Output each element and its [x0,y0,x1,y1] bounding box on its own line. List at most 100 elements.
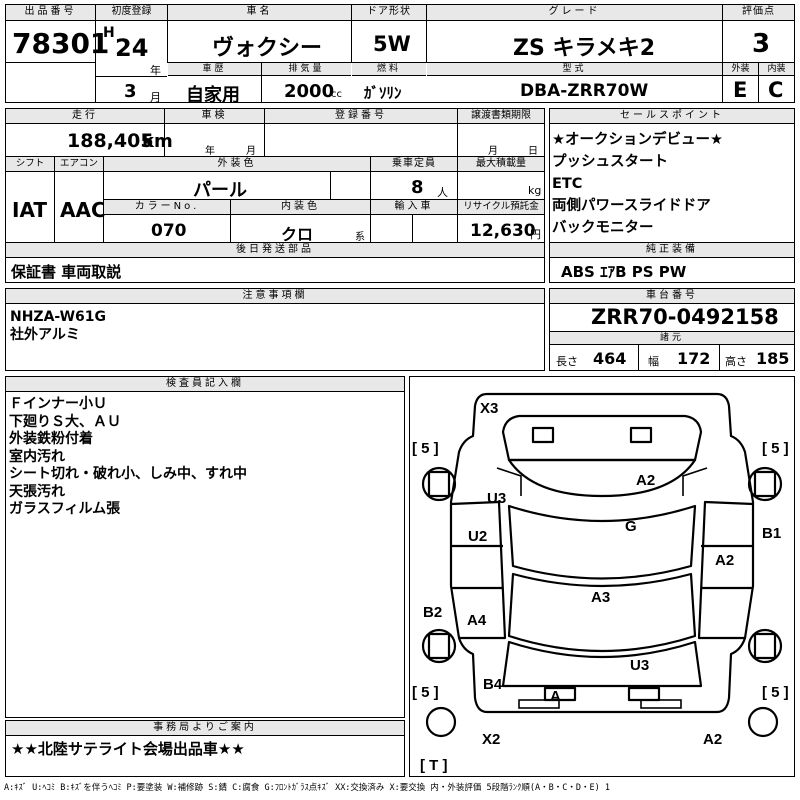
body-outline [449,392,755,714]
reg-year-unit: 年 [150,64,161,77]
damage-mark-x3: X3 [480,400,499,417]
fuel-label: 燃料 [352,63,426,76]
score: 3 [752,29,771,59]
length: 464 [593,349,627,368]
displacement-unit: cc [331,89,342,100]
chassis-number: ZRR70-0492158 [591,305,779,329]
inspection-year-unit: 年 [205,146,215,157]
int-score-label: 内装 [759,63,794,76]
plate-label: 登録番号 [265,109,457,124]
damage-mark-x2: X2 [482,731,501,748]
inspector-note: 外装鉄粉付着 [9,431,93,447]
damage-mark-u3-right: U3 [630,657,650,674]
caution-label: 注意事項欄 [6,289,544,304]
width: 172 [677,349,711,368]
inspector-note: ガラスフィルム張 [9,501,121,517]
int-color-label: 内装色 [231,200,370,215]
sales-point-list: ★オークションデビュー★ プッシュスタート ETC 両側パワースライドドア バッ… [552,129,723,239]
sales-point-item: ETC [552,176,583,192]
history: 自家用 [186,85,240,106]
chassis-block [549,288,795,371]
tire-mark-spare: [ T ] [420,757,448,774]
history-label: 車歴 [168,63,261,76]
door-label: ドア形状 [352,5,426,21]
grade-label: グレード [427,5,722,21]
inspector-note: Ｆインナー小Ｕ [9,396,107,412]
ext-score: E [733,78,748,102]
sales-point-item: プッシュスタート [552,154,668,170]
caution-item: 社外アルミ [10,326,80,343]
office-note: ★★北陸サテライト会場出品車★★ [11,740,245,758]
reg-month: 3 [124,81,137,102]
lot-label: 出品番号 [6,5,95,21]
tire-mark-front-left: [ 5 ] [412,440,439,457]
transfer-day-unit: 日 [528,146,538,157]
transfer-month-unit: 月 [488,146,498,157]
inspector-block [5,376,405,718]
later-parts-label: 後日発送部品 [6,243,544,258]
transfer-label: 譲渡書類期限 [458,109,544,124]
left-side [450,500,507,640]
mileage-unit: km [142,131,173,152]
right-side [697,500,754,640]
genuine-equipment: ABS ｴｱB PS PW [561,263,687,281]
lot-number: 78301 [12,27,110,60]
reg-month-unit: 月 [150,91,161,104]
length-label: 長さ [556,355,578,368]
inspector-note: 室内汚れ [9,448,65,465]
damage-mark-a-rear: A [550,688,561,705]
car-diagram [421,392,783,738]
max-load-label: 最大積載量 [458,157,544,172]
legend: A:ｷｽﾞ U:ﾍｺﾐ B:ｷｽﾞを伴うﾍｺﾐ P:要塗装 W:補修跡 S:錆 … [4,783,610,793]
ext-color: パール [193,180,247,201]
car-name-label: 車名 [168,5,351,21]
inspection-label: 車検 [165,109,264,124]
score-label: 評価点 [723,5,794,21]
ext-score-label: 外装 [723,63,758,76]
reg-era: H [103,25,115,41]
int-color: クロ [281,225,314,244]
tire-mark-rear-right: [ 5 ] [762,684,789,701]
chassis-label: 車台番号 [550,289,794,304]
damage-mark-a3: A3 [591,589,611,606]
sales-point-item: 両側パワースライドドア [552,198,711,214]
grade: ZS キラメキ2 [513,36,656,61]
dims-label: 諸元 [550,332,794,345]
recycle: 12,630 [470,221,536,241]
capacity-label: 乗車定員 [371,157,457,172]
inspection-month-unit: 月 [246,146,256,157]
tailgate [501,640,703,688]
caution-item: NHZA-W61G [10,309,107,325]
tire-mark-front-right: [ 5 ] [762,440,789,457]
rear-window [507,572,697,653]
sales-point-label: セールスポイント [550,109,794,124]
capacity: 8 [411,177,424,198]
inspector-note: シート切れ・破れ小、しみ中、すれ中 [9,466,247,482]
sales-point-block [549,108,795,283]
inspector-note: 下廻りＳ大、ＡＵ [9,413,121,430]
damage-mark-b2: B2 [423,604,443,621]
displacement: 2000 [284,81,335,102]
damage-mark-g: G [625,518,637,535]
sales-point-item: バックモニター [552,220,654,236]
later-parts: 保証書 車両取説 [11,263,122,281]
shift: IAT [12,198,48,222]
spec-block [5,108,545,283]
reg-year: 24 [115,34,149,62]
damage-mark-a2-hood: A2 [636,472,656,489]
roof [507,504,697,580]
int-color-unit: 系 [355,232,365,243]
office-label: 事務局よりご案内 [6,721,404,736]
genuine-label: 純正装備 [550,243,794,258]
inspector-notes: Ｆインナー小Ｕ 下廻りＳ大、ＡＵ 外装鉄粉付着 室内汚れ シート切れ・破れ小、し… [9,396,247,519]
ext-color-label: 外装色 [104,157,370,172]
color-no: 070 [151,221,187,241]
shift-label: シフト [6,157,54,172]
damage-mark-u2: U2 [468,528,488,545]
import-label: 輸入車 [371,200,457,215]
height-label: 高さ [725,355,747,368]
recycle-unit: 円 [530,228,541,241]
top-block [5,4,795,103]
height: 185 [756,349,790,368]
sales-point-item: ★オークションデビュー★ [552,132,723,148]
